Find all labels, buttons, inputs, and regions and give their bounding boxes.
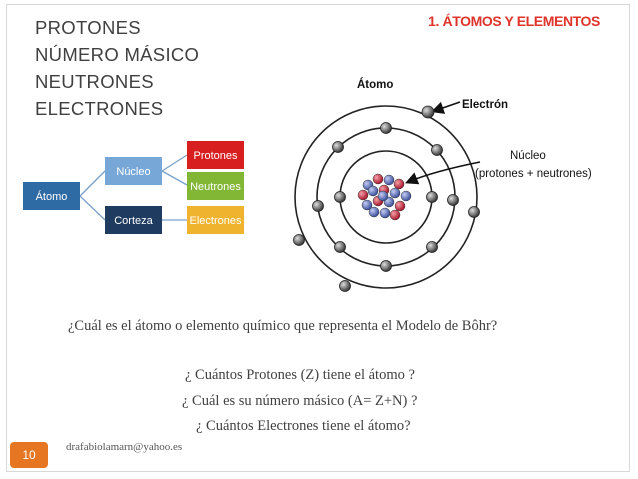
electron [426,191,438,203]
svg-text:Átomo: Átomo [36,190,68,203]
page-number-badge: 10 [10,442,48,468]
svg-text:Corteza: Corteza [114,215,153,227]
electron [468,206,480,218]
svg-text:Electrones: Electrones [190,215,242,227]
topic-electrones: ELECTRONES [35,98,164,119]
nucleus-sublabel: (protones + neutrones) [475,168,592,180]
question-electrons: ¿ Cuántos Electrones tiene el átomo? [196,418,411,434]
electron [339,280,351,292]
topic-neutrones: NEUTRONES [35,71,154,92]
electron-arrow [430,101,461,114]
question-protons: ¿ Cuántos Protones (Z) tiene el átomo ? [185,367,415,383]
atom-title: Átomo [357,78,393,91]
tree-node-electrones: Electrones [187,206,244,234]
tree-node-corteza: Corteza [105,206,162,234]
question-mass-number: ¿ Cuál es su número másico (A= Z+N) ? [182,393,418,409]
section-title: 1. ÁTOMOS Y ELEMENTOS [428,13,600,29]
electrons [293,105,480,292]
electron [293,234,305,246]
svg-text:Núcleo: Núcleo [116,166,150,178]
topic-protones: PROTONES [35,17,141,38]
electron [312,200,324,212]
electron [380,260,392,272]
electron [426,241,438,253]
nucleus [357,173,412,221]
topic-numero-masico: NÚMERO MÁSICO [35,44,200,65]
svg-text:Neutrones: Neutrones [190,181,241,193]
svg-text:Protones: Protones [193,150,238,162]
electron-label: Electrón [462,99,508,111]
electron [431,144,443,156]
tree-node-nucleo: Núcleo [105,157,162,185]
nucleus-arrow [405,161,481,185]
topic-list: PROTONES NÚMERO MÁSICO NEUTRONES ELECTRO… [35,14,199,122]
tree-node-neutrones: Neutrones [187,172,244,200]
electron [447,194,459,206]
electron [332,141,344,153]
electron [334,191,346,203]
tree-node-protones: Protones [187,141,244,169]
footer-email: drafabiolamarn@yahoo.es [66,441,183,453]
electron [421,105,435,119]
nucleus-label: Núcleo [510,150,546,162]
main-question: ¿Cuál es el átomo o elemento químico que… [68,318,498,334]
electron [380,122,392,134]
electron [334,241,346,253]
tree-node-atomo: Átomo [23,182,80,210]
tree-connectors [79,154,188,221]
slide-frame [6,4,630,472]
